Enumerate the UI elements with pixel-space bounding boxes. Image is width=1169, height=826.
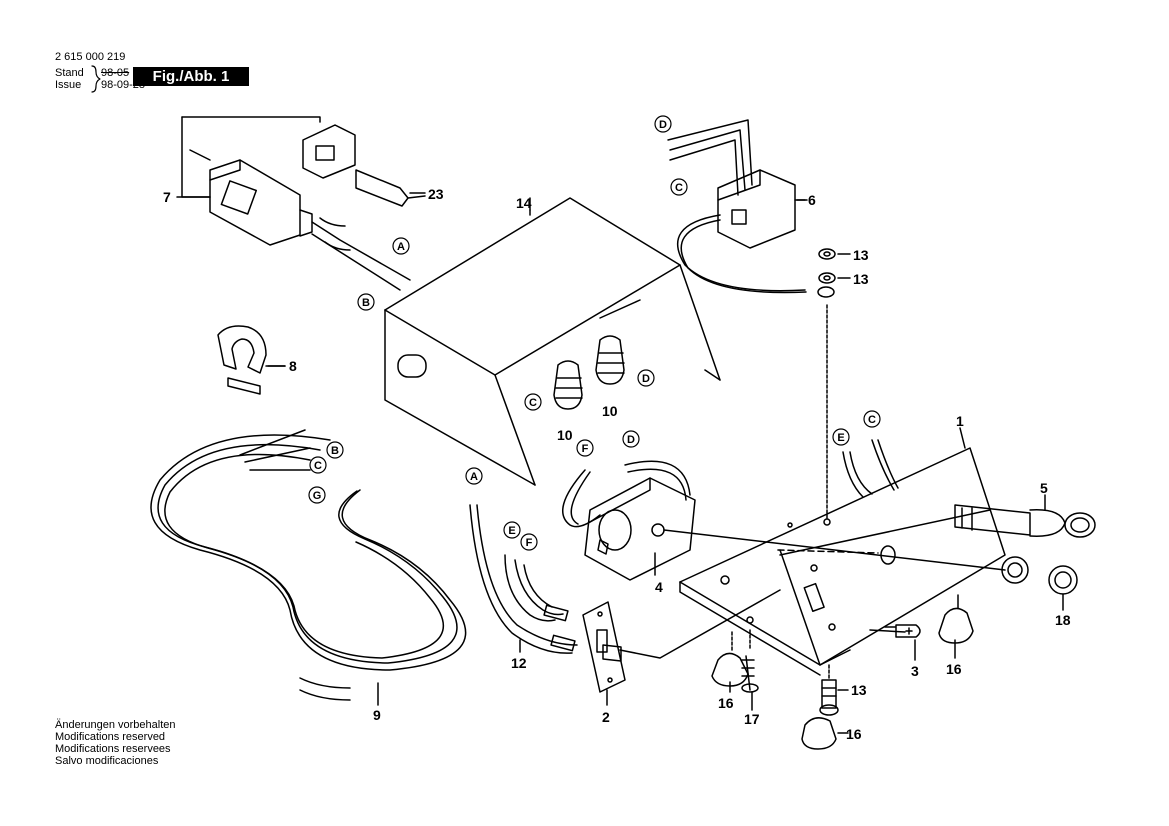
part-label-18: 18: [1055, 612, 1071, 628]
part-label-1: 1: [956, 413, 964, 429]
svg-text:D: D: [642, 373, 650, 385]
svg-text:B: B: [331, 445, 339, 457]
bolt-part-13: [819, 664, 839, 716]
connector-marker-c-cord: C: [309, 456, 327, 474]
terminal-block-part-6: [667, 119, 835, 298]
part-label-16-right: 16: [946, 661, 962, 677]
part-label-17: 17: [744, 711, 760, 727]
part-label-9: 9: [373, 707, 381, 723]
washer-part-13-upper: [818, 248, 836, 260]
fuse-part-23: [355, 169, 426, 207]
part-label-8: 8: [289, 358, 297, 374]
foot-part-16-left: [711, 631, 749, 687]
document-number: 2 615 000 219: [55, 51, 126, 63]
part-label-7: 7: [163, 189, 171, 205]
connector-marker-e-base: E: [832, 428, 850, 446]
svg-text:A: A: [397, 241, 405, 253]
base-plate-part-1: [679, 447, 1006, 676]
svg-text:D: D: [659, 119, 667, 131]
svg-text:A: A: [470, 471, 478, 483]
cable-clip-part-8: [217, 325, 286, 395]
note-french: Modifications reservees: [55, 743, 171, 755]
part-label-3: 3: [911, 663, 919, 679]
part-label-23: 23: [428, 186, 444, 202]
stand-date: 98-05: [101, 67, 130, 79]
part-label-6: 6: [808, 192, 816, 208]
connector-marker-c-base: C: [863, 410, 881, 428]
fuse-holder: [302, 124, 356, 179]
foot-part-16-bottom: [801, 717, 837, 750]
modification-notes: Änderungen vorbehalten Modifications res…: [55, 719, 175, 767]
part-label-16-left: 16: [718, 695, 734, 711]
svg-text:G: G: [313, 490, 322, 502]
figure-label-badge: Fig./Abb. 1: [133, 67, 249, 86]
svg-text:C: C: [529, 397, 537, 409]
connector-marker-b-cord: B: [326, 441, 344, 459]
wire-nut-part-10-right: [595, 335, 625, 385]
connector-marker-a-upper: A: [392, 237, 410, 255]
toggle-switch-part-2: [582, 589, 781, 693]
connector-marker-c-top: C: [670, 178, 688, 196]
washer-part-13-lower: [818, 272, 836, 284]
connector-marker-f-lower: F: [520, 533, 538, 551]
svg-text:B: B: [362, 297, 370, 309]
connector-marker-d-wirenut: D: [637, 369, 655, 387]
part-label-5: 5: [1040, 480, 1048, 496]
wire-set-part-12: [469, 504, 578, 654]
part-label-13-lower: 13: [853, 271, 869, 287]
part-label-13-bolt: 13: [851, 682, 867, 698]
svg-text:F: F: [526, 537, 533, 549]
screw-part-3: [869, 624, 921, 638]
part-label-2: 2: [602, 709, 610, 725]
foot-part-16-right: [938, 594, 974, 644]
part-label-10-right: 10: [602, 403, 618, 419]
potentiometer-part-4: [584, 477, 1006, 581]
connector-marker-d-pot: D: [622, 430, 640, 448]
svg-text:D: D: [627, 434, 635, 446]
cover-part-14: [384, 197, 721, 486]
connector-marker-f-pot: F: [576, 439, 594, 457]
svg-text:C: C: [675, 182, 683, 194]
connector-marker-c-wirenut: C: [524, 393, 542, 411]
svg-text:E: E: [837, 432, 844, 444]
issue-label: Issue: [55, 79, 82, 91]
svg-text:E: E: [508, 525, 515, 537]
part-label-13-upper: 13: [853, 247, 869, 263]
part-label-12: 12: [511, 655, 527, 671]
indicator-lamp-part-5: [954, 504, 1096, 538]
switch-housing-part-7: [181, 116, 321, 246]
svg-text:C: C: [868, 414, 876, 426]
connector-marker-d-top: D: [654, 115, 672, 133]
connector-marker-a-lower: A: [465, 467, 483, 485]
power-cord-part-9: [150, 429, 467, 706]
note-spanish: Salvo modificaciones: [55, 755, 159, 767]
wire-nut-part-10-left: [553, 360, 583, 410]
svg-text:C: C: [314, 460, 322, 472]
connector-marker-e-lower: E: [503, 521, 521, 539]
stand-label: Stand: [55, 67, 84, 79]
screw-part-17: [741, 629, 759, 693]
part-label-16-bottom: 16: [846, 726, 862, 742]
note-english: Modifications reserved: [55, 731, 166, 743]
part-label-10-left: 10: [557, 427, 573, 443]
knob-part-18: [1001, 556, 1078, 595]
note-german: Änderungen vorbehalten: [55, 719, 176, 731]
connector-marker-b-upper: B: [357, 293, 375, 311]
svg-text:F: F: [582, 443, 589, 455]
part-label-14: 14: [516, 195, 532, 211]
connector-marker-g-cord: G: [308, 486, 326, 504]
part-label-4: 4: [655, 579, 663, 595]
